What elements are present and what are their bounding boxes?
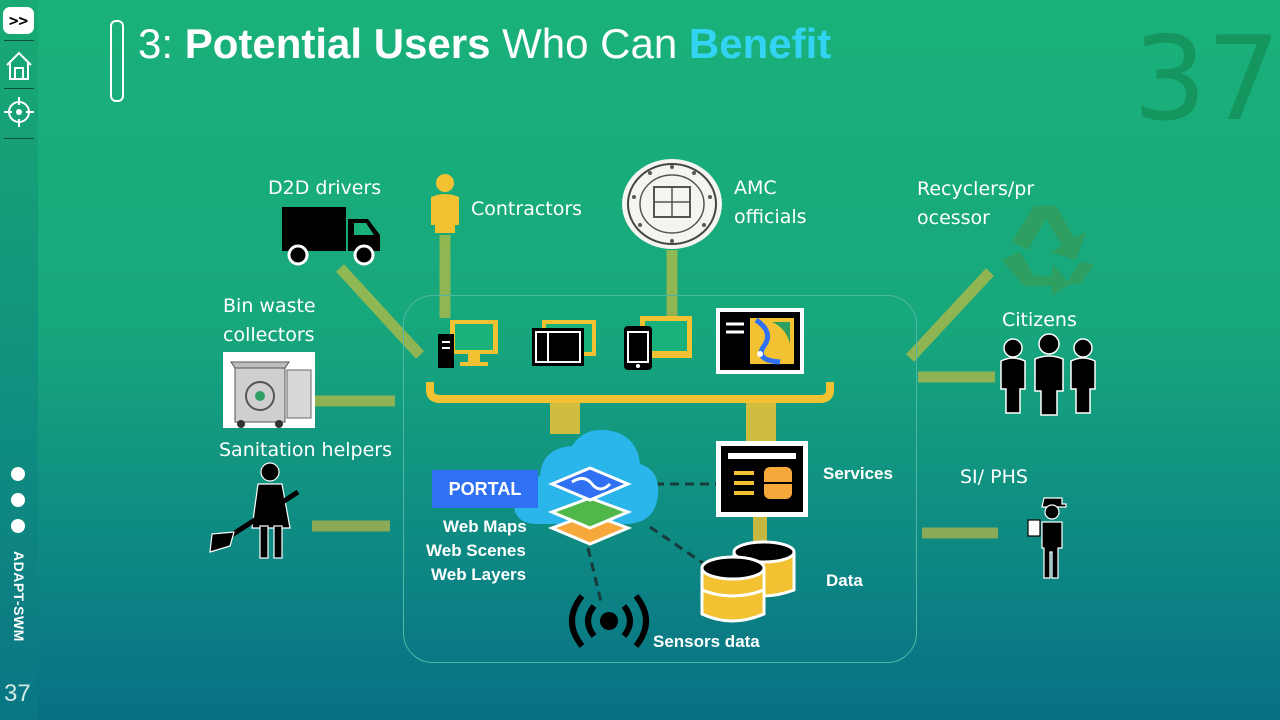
title-accent-bar (110, 20, 124, 102)
rail-divider (4, 40, 34, 41)
page-number: 37 (4, 680, 31, 707)
label-contractors: Contractors (471, 198, 583, 220)
slide-dot[interactable] (11, 467, 25, 481)
platform-box (403, 295, 917, 663)
person-icon (431, 174, 459, 233)
next-button[interactable]: >> (3, 7, 34, 34)
label-sanitation: Sanitation helpers (219, 439, 393, 461)
sweeper-icon (209, 462, 300, 559)
services-icon (716, 441, 808, 517)
title-middle: Who Can (490, 20, 689, 67)
rail-divider (4, 138, 34, 139)
sensor-icon (569, 594, 649, 648)
label-recyclers-line2: ocessor (917, 207, 990, 229)
recycle-icon (1002, 206, 1094, 296)
label-citizens: Citizens (1002, 309, 1077, 331)
crosshair-icon[interactable] (3, 96, 35, 128)
home-icon[interactable] (4, 50, 34, 82)
label-d2d-drivers: D2D drivers (268, 177, 382, 199)
label-data: Data (826, 571, 863, 590)
inspector-icon (1027, 497, 1067, 579)
page-number-watermark: 37 (1133, 12, 1280, 147)
database-icon (700, 540, 796, 623)
label-amc-line1: AMC (734, 177, 777, 199)
label-bin-line2: collectors (223, 324, 315, 346)
label-bin-line1: Bin waste (223, 295, 316, 317)
label-web-scenes: Web Scenes (426, 541, 526, 560)
label-amc-line2: officials (734, 206, 807, 228)
label-services: Services (823, 464, 893, 483)
title-strong: Potential Users (184, 20, 491, 67)
portal-badge: PORTAL (432, 470, 538, 508)
amc-seal-icon (622, 159, 722, 249)
label-recyclers-line1: Recyclers/pr (917, 178, 1035, 200)
label-web-maps: Web Maps (443, 517, 527, 536)
rail-divider (4, 88, 34, 89)
slide-dot[interactable] (11, 519, 25, 533)
slide-dot[interactable] (11, 493, 25, 507)
label-web-layers: Web Layers (431, 565, 527, 584)
desktop-icon (438, 320, 498, 368)
citizens-group-icon (1000, 333, 1096, 416)
label-si-phs: SI/ PHS (960, 466, 1028, 488)
map-layers-icon (548, 466, 632, 546)
waste-bin-icon (223, 352, 315, 428)
map-app-icon (716, 308, 804, 374)
title-prefix: 3: (138, 20, 185, 67)
mobile-devices-icon (624, 316, 692, 370)
truck-icon (282, 207, 380, 266)
page-title: 3: Potential Users Who Can Benefit (138, 20, 831, 68)
title-accent: Benefit (688, 20, 832, 67)
tablet-icon (532, 320, 596, 366)
label-sensors: Sensors data (653, 632, 760, 651)
device-bracket (426, 382, 834, 403)
